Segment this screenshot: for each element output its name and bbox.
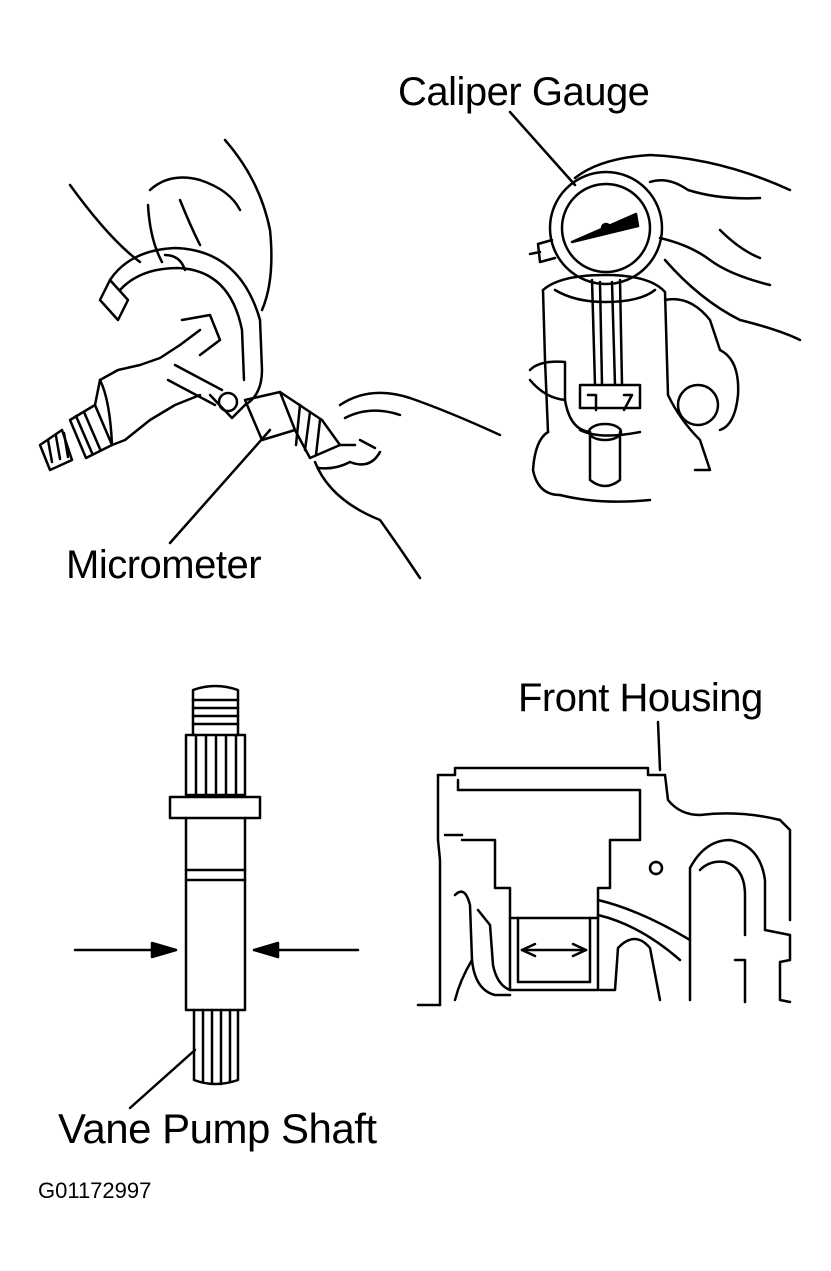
measured-shaft xyxy=(40,315,220,470)
lower-hand xyxy=(315,393,500,578)
micrometer-frame xyxy=(100,248,262,418)
caliper-housing xyxy=(530,275,738,502)
front-housing-label: Front Housing xyxy=(518,676,763,720)
housing-left-wall xyxy=(418,892,510,1005)
micrometer-leader-line xyxy=(170,430,270,543)
upper-hand xyxy=(70,140,271,310)
shaft-collar xyxy=(170,797,260,818)
housing-bushing xyxy=(510,918,598,990)
vane-shaft-leader-line xyxy=(130,1050,195,1108)
shaft-lower-spline xyxy=(194,1010,238,1084)
shaft-body xyxy=(186,818,245,1010)
micrometer-label: Micrometer xyxy=(66,543,262,587)
gauge-legs xyxy=(580,280,640,410)
housing-right-wall xyxy=(598,820,790,1002)
caliper-gauge-label: Caliper Gauge xyxy=(398,70,650,114)
front-housing-illustration xyxy=(418,722,790,1005)
gauge-hand xyxy=(575,155,800,340)
caliper-gauge-illustration xyxy=(510,112,800,502)
caliper-leader-line xyxy=(510,112,575,185)
housing-outline xyxy=(438,768,780,1005)
shaft-upper-spline xyxy=(186,735,245,795)
shaft-threaded-tip xyxy=(193,686,238,735)
front-housing-leader-line xyxy=(658,722,660,770)
shaft-measurement-arrows xyxy=(75,943,358,957)
gauge-dial xyxy=(530,172,662,284)
micrometer-thimble xyxy=(168,365,355,458)
vane-pump-shaft-label: Vane Pump Shaft xyxy=(58,1105,377,1152)
figure-code-label: G01172997 xyxy=(38,1178,152,1203)
micrometer-illustration xyxy=(40,140,500,578)
vane-pump-shaft-illustration xyxy=(75,686,358,1108)
